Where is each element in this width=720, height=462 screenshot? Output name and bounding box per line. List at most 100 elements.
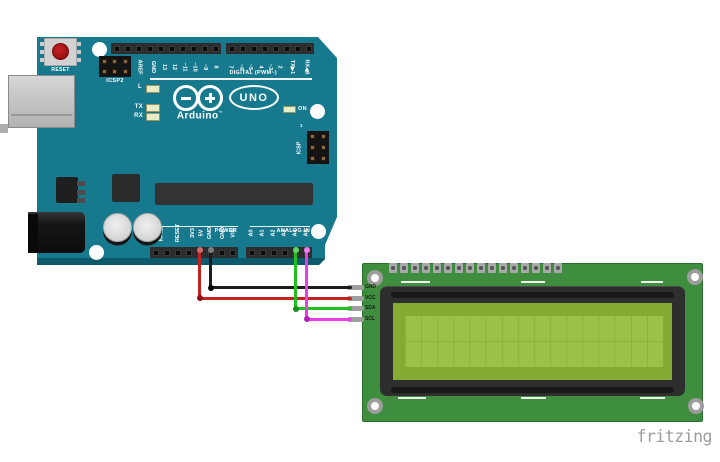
pin[interactable] — [310, 145, 315, 150]
pin[interactable] — [157, 45, 164, 52]
pin[interactable] — [123, 58, 129, 64]
pin[interactable] — [543, 263, 552, 273]
pin[interactable] — [399, 263, 408, 273]
sda-wire[interactable] — [294, 307, 352, 310]
pin[interactable] — [212, 45, 219, 52]
gnd-wire[interactable] — [209, 249, 212, 289]
pin[interactable] — [532, 263, 541, 273]
lcd-pin-sda[interactable] — [347, 306, 364, 311]
vcc-wire-bend[interactable] — [196, 295, 203, 301]
sda-wire-bend[interactable] — [292, 305, 299, 312]
pin[interactable] — [201, 45, 208, 52]
vcc-wire[interactable] — [198, 249, 201, 300]
pin[interactable] — [218, 249, 225, 256]
scl-wire-connection[interactable] — [303, 247, 310, 253]
power-header[interactable] — [150, 247, 238, 258]
arduino-uno-board[interactable] — [37, 37, 337, 265]
pin[interactable] — [248, 249, 255, 256]
scl-wire[interactable] — [305, 249, 308, 321]
led-tx — [146, 104, 160, 112]
pin[interactable] — [432, 263, 441, 273]
pin[interactable] — [124, 45, 131, 52]
analog-header[interactable] — [246, 247, 312, 258]
pin[interactable] — [454, 263, 463, 273]
led-rx-label: RX — [134, 113, 143, 119]
pin[interactable] — [465, 263, 474, 273]
pin[interactable] — [510, 263, 519, 273]
pin[interactable] — [294, 45, 301, 52]
scl-wire[interactable] — [305, 317, 352, 321]
lcd-pin-gnd[interactable] — [347, 285, 364, 290]
lcd-silk-tick — [641, 281, 663, 283]
pin[interactable] — [477, 263, 486, 273]
pin[interactable] — [113, 45, 120, 52]
vcc-wire[interactable] — [198, 296, 352, 300]
pin[interactable] — [135, 45, 142, 52]
analog-heading: ANALOG IN — [276, 228, 310, 234]
pin[interactable] — [388, 263, 397, 273]
pin[interactable] — [272, 45, 279, 52]
gnd-wire-connection[interactable] — [207, 247, 214, 253]
lcd-pin-vcc[interactable] — [347, 295, 364, 301]
pin[interactable] — [123, 69, 129, 75]
pin[interactable] — [229, 249, 236, 256]
pin[interactable] — [168, 45, 175, 52]
scl-wire-bend[interactable] — [303, 316, 310, 322]
pin[interactable] — [270, 249, 277, 256]
gnd-wire-bend[interactable] — [207, 284, 214, 291]
lcd-pin-scl[interactable] — [347, 316, 364, 322]
lcd-bezel-groove — [391, 292, 674, 298]
lcd-silk-tick — [521, 281, 545, 283]
pin[interactable] — [281, 249, 288, 256]
pin[interactable] — [305, 45, 312, 52]
reset-button[interactable] — [40, 38, 81, 68]
pin[interactable] — [146, 45, 153, 52]
sda-wire[interactable] — [294, 249, 297, 310]
digital-header-left[interactable] — [111, 43, 221, 54]
pin[interactable] — [101, 69, 107, 75]
lcd-bezel-groove — [391, 387, 674, 393]
lcd-top-pin-row[interactable] — [387, 263, 564, 273]
pin[interactable] — [228, 45, 235, 52]
vcc-wire-connection[interactable] — [196, 247, 203, 253]
led-rx — [146, 113, 160, 121]
pin[interactable] — [163, 249, 170, 256]
pin[interactable] — [310, 134, 315, 139]
pin[interactable] — [179, 45, 186, 52]
digital-header-right[interactable] — [226, 43, 314, 54]
reset-button-cap — [52, 43, 69, 60]
pin[interactable] — [310, 156, 315, 161]
pin[interactable] — [554, 263, 563, 273]
pin[interactable] — [443, 263, 452, 273]
pin[interactable] — [185, 249, 192, 256]
pin[interactable] — [499, 263, 508, 273]
pin[interactable] — [259, 249, 266, 256]
pin[interactable] — [250, 45, 257, 52]
pin[interactable] — [174, 249, 181, 256]
pin[interactable] — [261, 45, 268, 52]
mounting-hole — [311, 224, 326, 239]
pin[interactable] — [321, 134, 326, 139]
pin[interactable] — [488, 263, 497, 273]
mounting-hole — [92, 42, 107, 57]
pin[interactable] — [152, 249, 159, 256]
usb-seam — [11, 114, 72, 116]
pin[interactable] — [239, 45, 246, 52]
gnd-wire[interactable] — [209, 286, 352, 289]
pin[interactable] — [101, 58, 107, 64]
pin[interactable] — [321, 145, 326, 150]
uno-model-badge: UNO — [229, 85, 279, 110]
sda-wire-connection[interactable] — [292, 247, 299, 253]
pin[interactable] — [421, 263, 430, 273]
pin[interactable] — [410, 263, 419, 273]
pin[interactable] — [321, 156, 326, 161]
pin[interactable] — [112, 58, 118, 64]
pin[interactable] — [521, 263, 530, 273]
icsp2-header[interactable] — [99, 56, 131, 77]
lcd-mounting-hole — [367, 398, 383, 414]
icsp-header[interactable] — [307, 131, 329, 164]
regulator-leg — [77, 198, 85, 203]
pin[interactable] — [112, 69, 118, 75]
pin[interactable] — [190, 45, 197, 52]
pin[interactable] — [283, 45, 290, 52]
